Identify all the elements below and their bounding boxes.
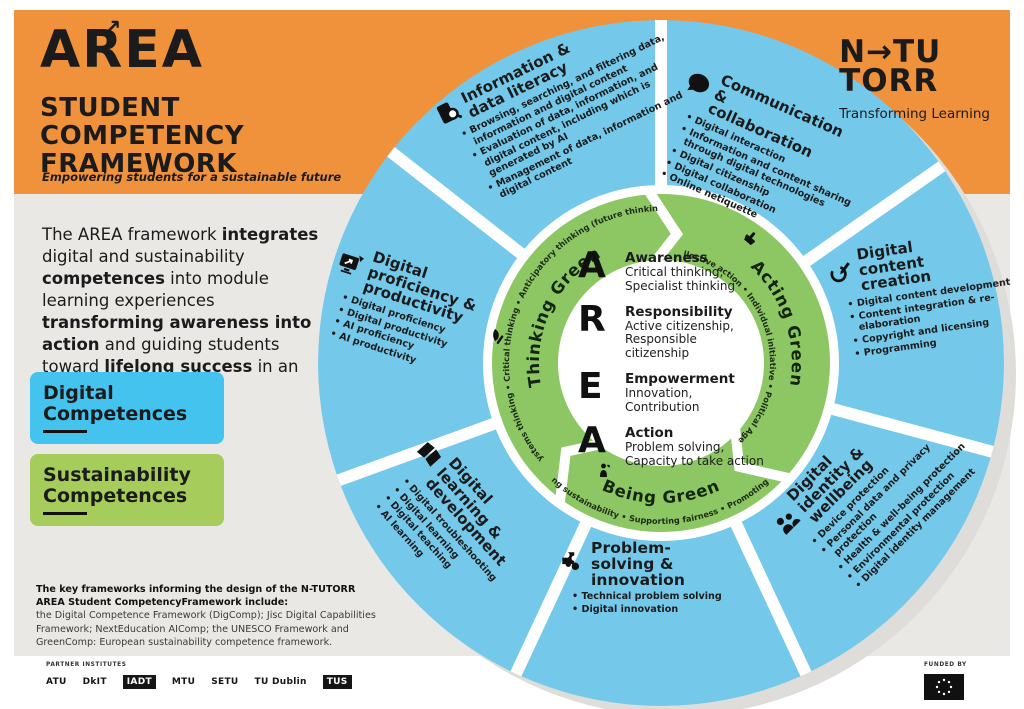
green-inner-ring [492,194,830,532]
intro-run-bold: integrates [221,225,319,244]
segment-digital-learning-development: Digital learning & development Digital t… [361,432,573,652]
segment-problem-solving-innovation: Problem-solving & innovation Technical p… [558,540,793,617]
intro-paragraph: The AREA framework integrates digital an… [42,224,340,400]
acronym-title: Responsibility [625,303,733,320]
people-icon [772,506,805,539]
green-ring-chevrons [554,188,790,503]
segment-digital-identity-wellbeing: Digital identity & wellbeing Device prot… [764,364,1002,602]
intro-run-bold: transforming awareness into action [42,312,312,354]
raised-hand-icon [738,227,762,251]
acronym-desc: Active citizenship, Responsible citizens… [625,318,734,361]
intro-run: and guiding students toward [42,334,280,376]
pen-target-icon [827,259,854,289]
partner-logos-row: ATU DkIT IADT MTU SETU TU Dublin TUS [46,675,352,689]
acronym-title: Action [625,424,674,441]
area-acronym-center: A Awareness Critical thinking, Specialis… [578,245,764,469]
speech-bubble-icon [681,69,714,103]
acronym-desc: Innovation, Contribution [625,386,700,414]
funded-by: FUNDED BY [924,662,967,700]
ntutorr-subtitle: Transforming Learning [839,105,990,122]
area-logo: AREA [40,20,205,80]
frameworks-note-body: the Digital Competence Framework (DigCom… [36,610,376,648]
partner-logo: MTU [171,677,196,687]
segment-title: Problem-solving & innovation [591,539,685,590]
segment-items: Technical problem solving Digital innova… [558,591,793,615]
ntutorr-logo-line1: N→TU [839,34,942,70]
sustainability-competences-label: Sustainability Competences [43,464,191,508]
funded-by-label: FUNDED BY [924,662,967,668]
partner-logo: DkIT [82,677,107,687]
eu-flag-logo [924,674,964,700]
puzzle-icon [558,549,584,579]
page-title: STUDENT COMPETENCY FRAMEWORK [40,93,245,180]
segment-digital-proficiency-productivity: Digital proficiency & productivity Digit… [315,240,516,391]
partner-institutes-label: PARTNER INSTITUTES [46,662,127,668]
partner-logo: SETU [211,677,239,687]
intro-run: The AREA framework [42,225,222,244]
acronym-desc: Problem solving, Capacity to take action [625,439,764,468]
acronym-title: Empowerment [625,371,735,388]
acronym-title: Awareness [625,250,708,266]
intro-run-bold: competences [42,268,165,288]
sustainability-competences-badge: Sustainability Competences [30,454,224,526]
tagline: Empowering students for a sustainable fu… [42,170,342,184]
acronym-desc: Critical thinking, Specialist thinking [625,264,736,293]
monitor-arrow-icon [335,249,366,282]
person-leaf-icon [596,463,611,482]
letter-r-responsibility: R [578,298,606,340]
frameworks-note-heading: The key frameworks informing the design … [36,584,356,609]
partner-logo: ATU [46,677,67,687]
book-icon [410,440,444,474]
underline-bar [43,511,87,515]
partner-logo: TUS [322,675,352,689]
partner-logo: TU Dublin [254,677,307,687]
document-search-icon [433,98,466,132]
logo-arrow-icon: ↗ [103,16,122,41]
partner-logo: IADT [122,675,156,689]
digital-competences-label: Digital Competences [43,382,188,426]
digital-competences-badge: Digital Competences [30,372,224,444]
frameworks-note: The key frameworks informing the design … [36,583,380,649]
acronym-row-awareness: A Awareness Critical thinking, Specialis… [578,245,764,294]
intro-run: digital and sustainability [42,246,245,266]
ntutorr-logo-line2: TORR [839,63,939,100]
underline-bar [43,429,87,433]
segment-information-data-literacy: Information & data literacy Browsing, se… [432,0,708,212]
letter-a-action: A [578,419,606,461]
acronym-row-responsibility: R Responsibility Active citizenship, Res… [578,298,764,362]
segment-communication-collaboration: Communication & collaboration Digital in… [645,60,904,267]
segment-digital-content-creation: Digital content creation Digital content… [826,226,1024,363]
letter-a-awareness: A [578,245,606,286]
acronym-row-empowerment: E Empowerment Innovation, Contribution [578,366,764,415]
ntutorr-logo: N→TU TORR Transforming Learning [839,34,990,122]
acronym-row-action: A Action Problem solving, Capacity to ta… [578,419,764,469]
intro-run: into module learning experiences [42,268,269,310]
letter-e-empowerment: E [578,366,603,408]
intro-run-bold: lifelong success [104,356,253,376]
partner-institutes: PARTNER INSTITUTES ATU DkIT IADT MTU SET… [46,662,352,689]
